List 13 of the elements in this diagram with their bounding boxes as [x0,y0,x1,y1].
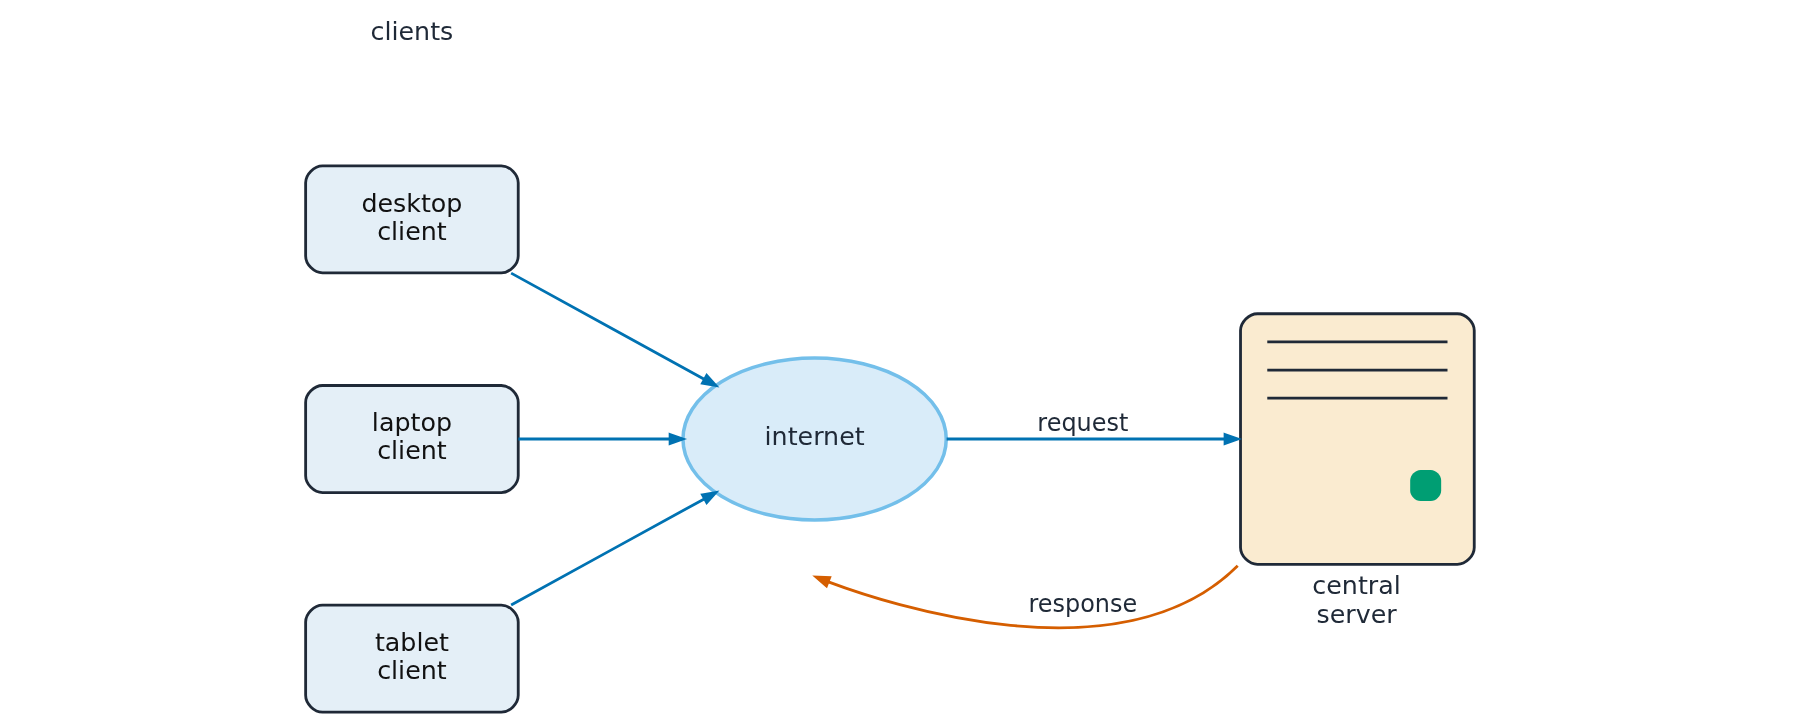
node-ellipse: internet [680,356,948,522]
node-box: desktop client [303,164,520,275]
edge-label: request [1036,409,1128,438]
arrow [946,432,1242,446]
node-label: central server [1311,570,1401,629]
arrow [509,490,719,607]
node-box: tablet client [303,603,520,714]
arrow [811,564,1239,629]
edge-label: response [1028,589,1137,618]
arrow [517,432,687,446]
node-box: laptop client [303,384,520,494]
arrow [509,271,719,388]
label: clients [370,15,453,46]
